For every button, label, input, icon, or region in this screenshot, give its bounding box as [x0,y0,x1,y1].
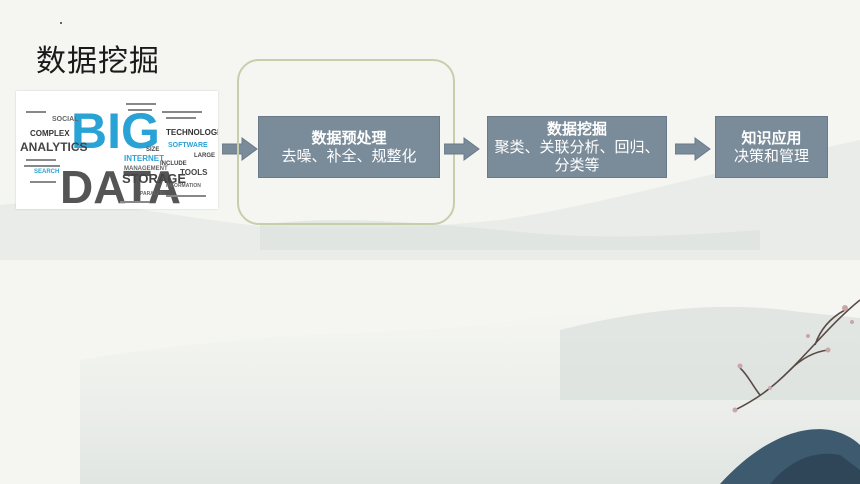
cloud-word-size: SIZE [146,147,159,153]
cloud-word-software: SOFTWARE [168,142,208,149]
arrow-right-icon [444,137,480,161]
cloud-word-parallel: PARALLEL [140,191,166,197]
highlight-frame [237,59,455,225]
cloud-word-technologies: TECHNOLOGIES [166,128,218,137]
cloud-word-information: INFORMATION [166,183,201,189]
cloud-word-social: SOCIAL [52,116,79,123]
branch-icon [734,299,860,411]
step-preprocessing-box: 数据预处理 去噪、补全、规整化 [258,116,440,178]
step-mining-box: 数据挖掘 聚类、关联分析、回归、分类等 [487,116,667,178]
cloud-word-include: INCLUDE [160,161,187,167]
page-title: 数据挖掘 [36,44,160,79]
step-mining-body: 聚类、关联分析、回归、分类等 [494,138,660,174]
cloud-word-analytics: ANALYTICS [20,140,88,154]
cloud-word-data: DATA [60,161,181,209]
cloud-word-complex: COMPLEX [30,129,70,138]
cloud-word-storage: STORAGE [122,171,186,186]
big-data-word-cloud-image: BIG DATA ANALYTICS STORAGE TECHNOLOGIES … [16,91,231,213]
decorative-dot [60,22,62,24]
step-preprocessing-title: 数据预处理 [311,129,387,147]
step-application-box: 知识应用 决策和管理 [715,116,828,178]
step-mining-title: 数据挖掘 [546,120,607,138]
step-preprocessing-body: 去噪、补全、规整化 [281,147,417,165]
cloud-word-large: LARGE [194,153,215,159]
arrow-right-icon [675,137,711,161]
cloud-word-tools: TOOLS [180,168,208,177]
cloud-word-management: MANAGEMENT [124,166,168,172]
step-application-title: 知识应用 [741,129,802,147]
cloud-word-big: BIG [71,103,160,159]
arrow-right-icon [222,137,258,161]
step-application-body: 决策和管理 [733,147,809,165]
cloud-word-internet: INTERNET [124,154,164,163]
cloud-word-search: SEARCH [34,169,59,175]
